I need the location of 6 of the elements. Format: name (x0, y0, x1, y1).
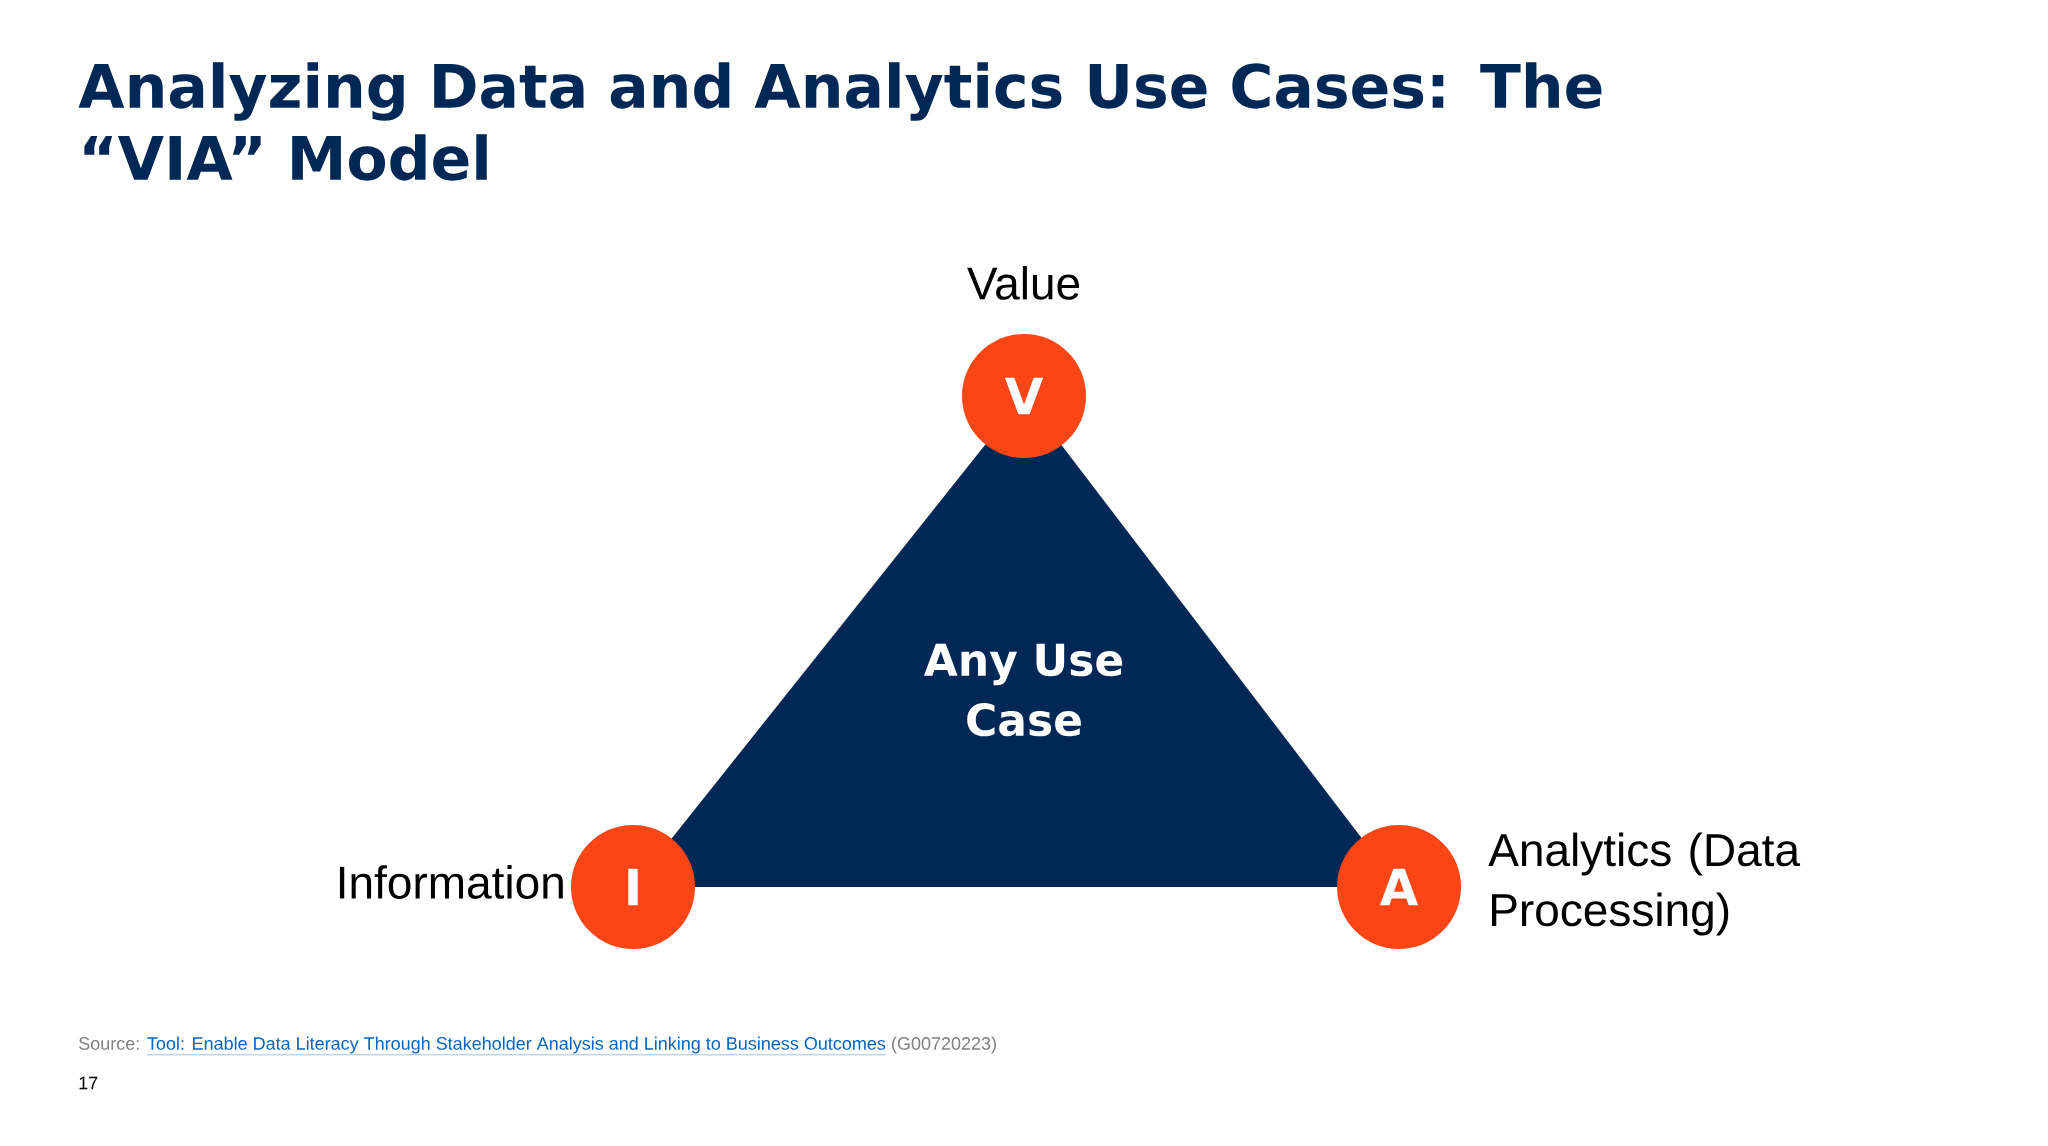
corner-label: Information (339, 865, 563, 899)
page-number: 17 (79, 1076, 98, 1090)
source-note: Source: Tool: Enable Data Literacy Through Stakeholder Analysis and Linking to Business Outcomes (G00720223) (79, 1036, 996, 1055)
title: Analyzing Data and Analytics Use Cases: The “VIA” Model (78, 62, 1602, 181)
corner-label: Analytics (Data Processing) (1488, 832, 1801, 936)
corner-label: Value (967, 266, 1080, 300)
